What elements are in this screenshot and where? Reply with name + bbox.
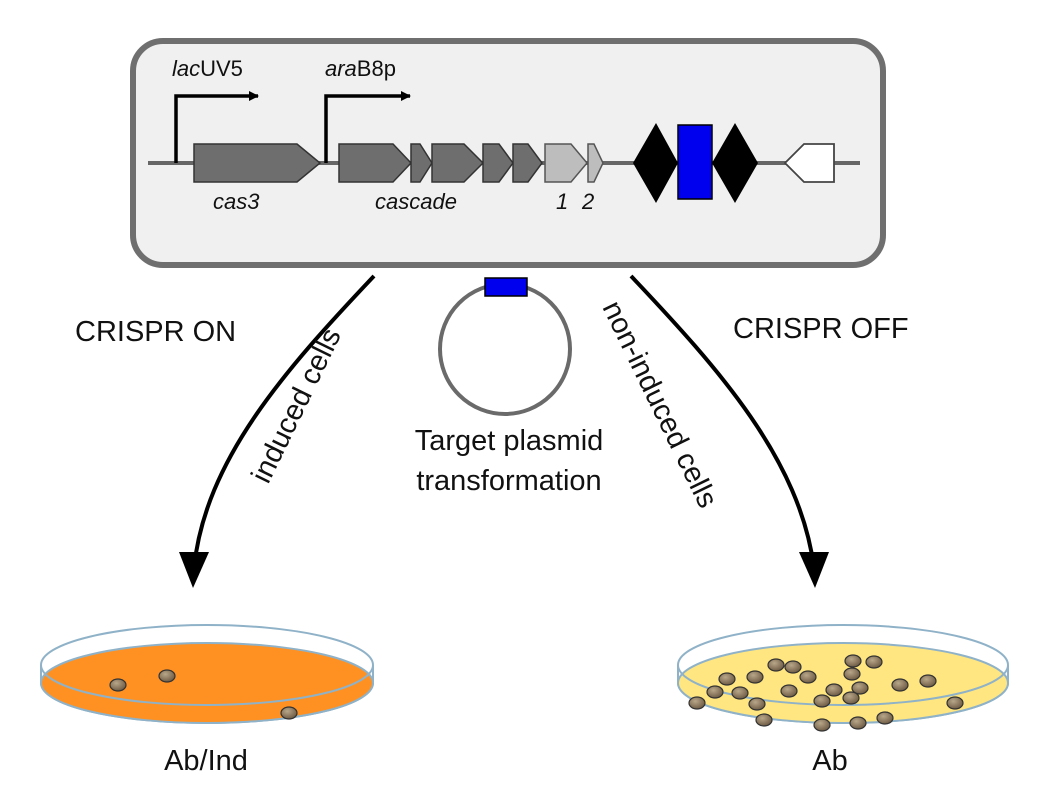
cascade-label: cascade — [375, 189, 457, 214]
plasmid-label-line2: transformation — [416, 465, 601, 497]
left-branch: CRISPR ON induced cells — [75, 274, 376, 588]
right-dish-rim — [677, 624, 1009, 706]
crispr-operon-box: lacUV5 araB8p cas3 cascade 1 2 — [130, 38, 886, 268]
colony — [825, 683, 843, 697]
colony — [109, 678, 127, 692]
cas3-label: cas3 — [213, 189, 260, 214]
colony — [919, 674, 937, 688]
right-branch: CRISPR OFF non-induced cells — [596, 274, 909, 588]
colony — [784, 660, 802, 674]
right-arrowhead — [799, 552, 829, 588]
colony — [891, 678, 909, 692]
operon-box-frame — [130, 38, 886, 268]
left-dish-rim — [40, 624, 374, 706]
colony — [280, 706, 298, 720]
cascade-genes — [338, 143, 543, 183]
left-arrowhead — [179, 552, 209, 588]
arab8p-promoter-arrow — [324, 91, 411, 163]
lacuv5-promoter-arrow — [174, 91, 259, 163]
colony — [767, 658, 785, 672]
cascade-gene-a — [338, 143, 413, 183]
right-branch-arrow — [629, 274, 816, 569]
left-petri-dish: Ab/Ind — [40, 624, 374, 777]
colony — [731, 686, 749, 700]
colony — [688, 696, 706, 710]
crispr-repeat-left — [633, 123, 678, 203]
colony — [799, 670, 817, 684]
arab8p-promoter-label: araB8p — [325, 56, 396, 81]
cas1-label: 1 — [556, 189, 568, 214]
colony — [851, 681, 869, 695]
colony — [843, 667, 861, 681]
cascade-gene-c — [431, 143, 485, 183]
left-plate-label: Ab/Ind — [164, 745, 248, 777]
cascade-gene-b — [410, 143, 433, 183]
right-plate-label: Ab — [812, 745, 847, 777]
left-dish-medium — [40, 642, 374, 724]
plasmid-label-line1: Target plasmid — [415, 425, 604, 457]
colony — [718, 672, 736, 686]
reverse-gene — [783, 143, 835, 183]
plasmid-protospacer — [484, 277, 528, 297]
target-plasmid: Target plasmid transformation — [415, 277, 604, 497]
left-branch-arrow — [192, 274, 376, 569]
colony — [844, 654, 862, 668]
crispr-spacer — [677, 124, 713, 200]
crispr-on-label: CRISPR ON — [75, 316, 236, 348]
cas3-gene — [193, 143, 322, 183]
lacuv5-promoter-label: lacUV5 — [172, 56, 243, 81]
colony — [813, 694, 831, 708]
colony — [842, 691, 860, 705]
left-colonies — [109, 669, 298, 720]
colony — [755, 713, 773, 727]
crispr-repeat-right — [712, 123, 758, 203]
plasmid-circle — [438, 282, 572, 416]
cas2-label: 2 — [581, 189, 594, 214]
colony — [746, 670, 764, 684]
colony — [780, 684, 798, 698]
cascade-gene-d — [482, 143, 514, 183]
colony — [876, 711, 894, 725]
colony — [865, 655, 883, 669]
colony — [158, 669, 176, 683]
colony — [849, 716, 867, 730]
colony — [813, 718, 831, 732]
non-induced-cells-label: non-induced cells — [596, 296, 724, 513]
colony — [946, 696, 964, 710]
right-petri-dish: Ab — [677, 624, 1009, 777]
cas2-gene — [587, 143, 604, 183]
cas1-gene — [544, 143, 588, 183]
colony — [706, 685, 724, 699]
cascade-gene-e — [512, 143, 543, 183]
colony — [748, 697, 766, 711]
right-colonies — [688, 654, 964, 732]
crispr-off-label: CRISPR OFF — [733, 313, 909, 345]
